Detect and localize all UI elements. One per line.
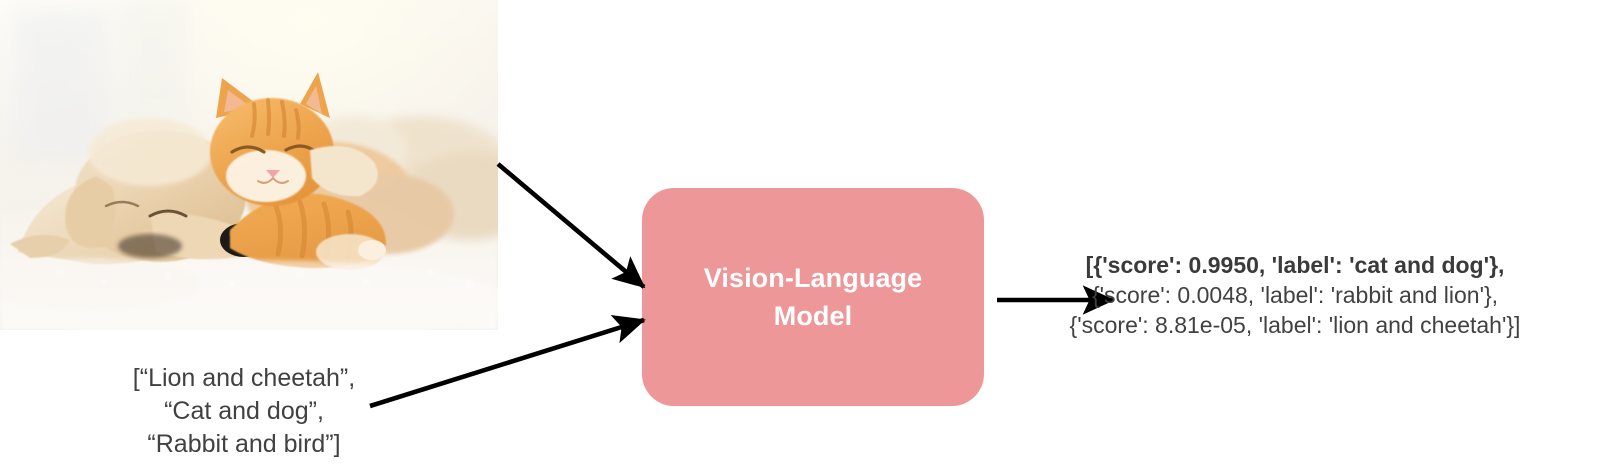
candidate-labels-input: [“Lion and cheetah”, “Cat and dog”, “Rab… [132,364,356,458]
arrow-prompt-to-model [369,315,646,409]
arrow-image-to-model [496,162,646,289]
output-line-2: {'score': 0.0048, 'label': 'rabbit and l… [1091,282,1499,308]
output-line-3: {'score': 8.81e-05, 'label': 'lion and c… [1069,312,1521,338]
vision-language-model-box: Vision-Language Model [642,188,984,406]
model-output: [{'score': 0.9950, 'label': 'cat and dog… [1045,250,1545,340]
puppy-and-kitten-photo [0,0,498,330]
output-line-1: [{'score': 0.9950, 'label': 'cat and dog… [1085,252,1505,278]
input-image [0,0,498,330]
model-box-label: Vision-Language Model [703,262,923,331]
